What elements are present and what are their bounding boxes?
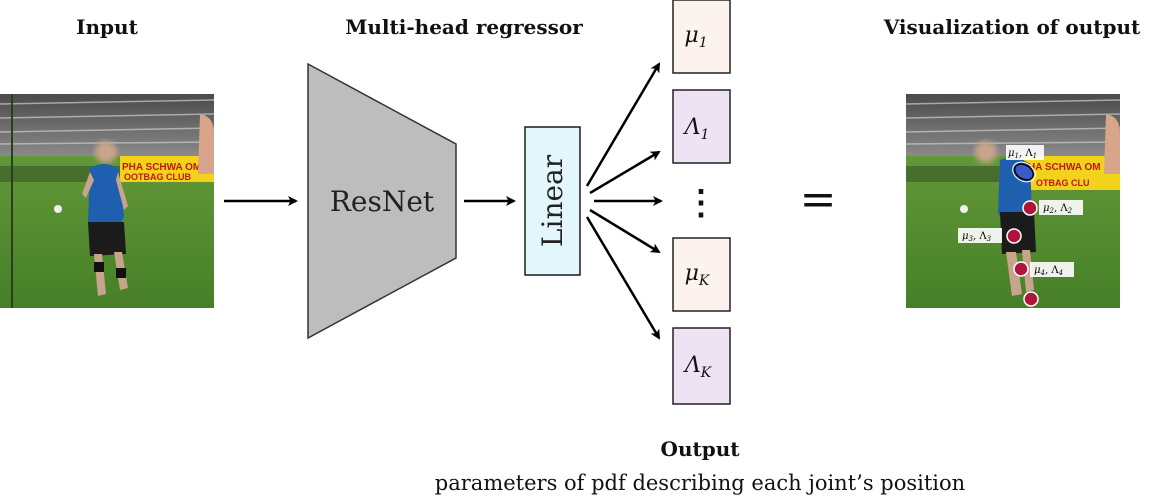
- resnet-label: ResNet: [330, 185, 435, 218]
- head-lambdaK: ΛK: [672, 327, 731, 405]
- svg-text:μ2, Λ2: μ2, Λ2: [1043, 203, 1073, 215]
- player: [82, 141, 128, 296]
- header-visualization: Visualization of output: [883, 15, 1141, 39]
- heads-ellipsis: ⋮: [684, 183, 718, 223]
- fanout-arrows: [585, 62, 663, 340]
- svg-text:μ4, Λ4: μ4, Λ4: [1034, 265, 1063, 277]
- keypoint-label-4: μ4, Λ4: [1030, 262, 1074, 277]
- output-caption: parameters of pdf describing each joint’…: [435, 471, 965, 495]
- arrow-to-muK: [589, 208, 661, 254]
- arrow-to-lambda1: [589, 150, 661, 195]
- head-lambda1: Λ1: [672, 89, 731, 164]
- header-regressor: Multi-head regressor: [345, 15, 583, 39]
- keypoint-1: [1013, 163, 1035, 181]
- head-muK: μK: [672, 237, 731, 312]
- svg-text:μ1: μ1: [684, 23, 707, 51]
- keypoint-label-3: μ3, Λ3: [958, 228, 1002, 243]
- svg-text:Λ1: Λ1: [683, 115, 710, 143]
- svg-text:HA SCHWA OM: HA SCHWA OM: [1028, 162, 1101, 173]
- svg-text:OOTBAG CLUB: OOTBAG CLUB: [124, 172, 191, 182]
- keypoint-label-2: μ2, Λ2: [1039, 200, 1083, 215]
- svg-text:μK: μK: [685, 261, 711, 289]
- keypoint-3: [1006, 228, 1022, 244]
- svg-text:μ3, Λ3: μ3, Λ3: [962, 231, 992, 243]
- output-title: Output: [661, 437, 741, 461]
- svg-text:μ1, Λ1: μ1, Λ1: [1008, 148, 1037, 160]
- header-input: Input: [76, 15, 138, 39]
- svg-text:PHA SCHWA OME: PHA SCHWA OME: [122, 162, 208, 173]
- input-photo: PHA SCHWA OME OOTBAG CLUB: [0, 94, 214, 308]
- head-mu1: μ1: [672, 0, 731, 74]
- keypoint-4: [1013, 261, 1029, 277]
- keypoint-label-1: μ1, Λ1: [1006, 145, 1044, 160]
- linear-label: Linear: [536, 154, 569, 247]
- keypoint-2: [1022, 200, 1038, 216]
- arrow-to-mu1: [585, 62, 661, 187]
- svg-text:OTBAG CLU: OTBAG CLU: [1036, 178, 1090, 188]
- resnet-block: [307, 62, 457, 340]
- equals-sign: =: [800, 174, 837, 225]
- linear-block: [524, 126, 581, 276]
- svg-text:ΛK: ΛK: [683, 353, 713, 381]
- arrow-to-lambdaK: [585, 216, 661, 340]
- visualization-photo: HA SCHWA OM OTBAG CLU μ1, Λ1: [906, 94, 1120, 308]
- keypoint-5: [1023, 291, 1039, 307]
